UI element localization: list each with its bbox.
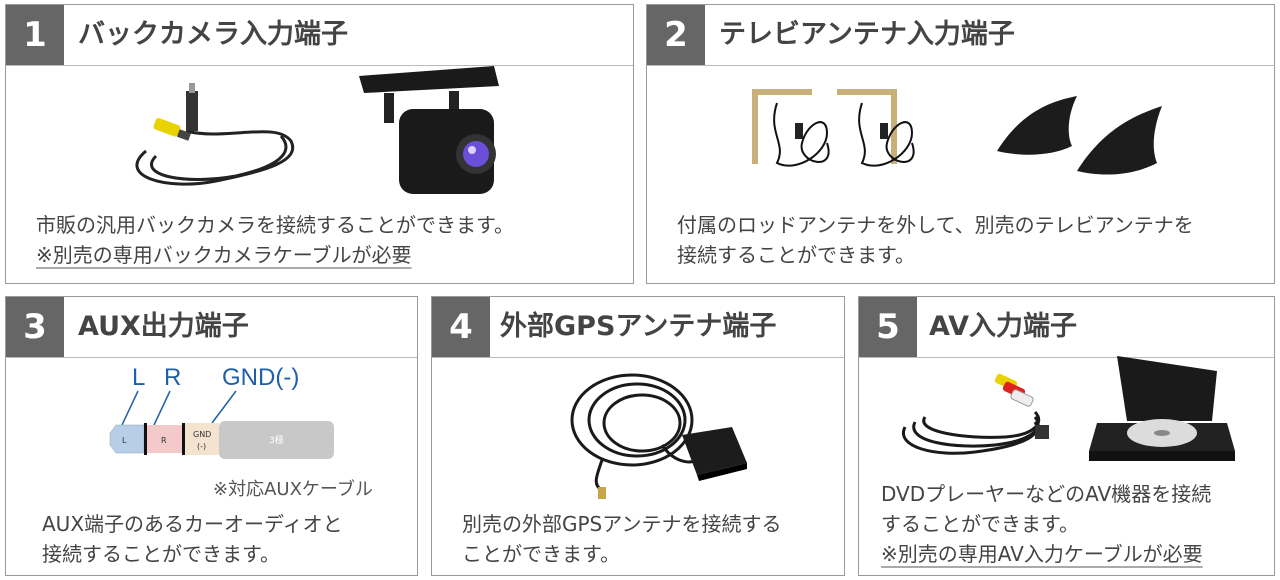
divider <box>859 357 1274 358</box>
desc-line: AUX端子のあるカーオーディオと <box>42 512 343 536</box>
section-number: 3 <box>6 297 64 357</box>
section-number: 5 <box>859 297 917 357</box>
divider <box>6 357 417 358</box>
section-back-camera: 1 バックカメラ入力端子 市販の汎用バックカメラを接続することができます。 ※別… <box>5 4 634 284</box>
seg-gnd-sub: (-) <box>197 442 206 451</box>
seg-l-label: L <box>122 436 127 445</box>
back-camera-image <box>359 66 499 194</box>
section-note: ※別売の専用バックカメラケーブルが必要 <box>36 243 412 267</box>
label-l: L <box>132 364 145 391</box>
desc-line: ことができます。 <box>462 542 620 566</box>
section-number: 4 <box>432 297 490 357</box>
divider <box>647 65 1274 66</box>
desc-line: 市販の汎用バックカメラを接続することができます。 <box>36 213 514 237</box>
rca-cable-image <box>135 83 295 186</box>
section-description: 市販の汎用バックカメラを接続することができます。 ※別売の専用バックカメラケーブ… <box>36 210 514 270</box>
section-number: 1 <box>6 5 64 65</box>
section-aux-output: 3 AUX出力端子 L R GND(-) L R GND (-) 3極 ※対応A… <box>5 296 418 576</box>
section-title: バックカメラ入力端子 <box>78 19 348 50</box>
section-av-input: 5 AV入力端子 DVDプレーヤーなどのAV機器を接続 することができます。 ※… <box>858 296 1275 576</box>
section-title: AV入力端子 <box>929 311 1077 342</box>
section-external-gps: 4 外部GPSアンテナ端子 別売の外部GPSアンテナを接続する ことができます。 <box>431 296 845 576</box>
section-description: 付属のロッドアンテナを外して、別売のテレビアンテナを 接続することができます。 <box>677 210 1194 270</box>
desc-line: することができます。 <box>881 512 1079 536</box>
shark-fin-antenna-image <box>997 96 1162 175</box>
section-number: 2 <box>647 5 705 65</box>
divider <box>432 357 844 358</box>
section-title: AUX出力端子 <box>78 311 249 342</box>
section-description: AUX端子のあるカーオーディオと 接続することができます。 <box>42 509 343 569</box>
section-description: DVDプレーヤーなどのAV機器を接続 することができます。 ※別売の専用AV入力… <box>881 479 1211 569</box>
section-note: ※別売の専用AV入力ケーブルが必要 <box>881 542 1203 566</box>
cable-note: ※対応AUXケーブル <box>213 479 373 500</box>
section-title: テレビアンテナ入力端子 <box>719 19 1015 50</box>
aux-plug-diagram: L R GND(-) L R GND (-) 3極 <box>109 364 334 459</box>
seg-gnd-label: GND <box>193 430 211 439</box>
desc-line: 接続することができます。 <box>677 243 915 267</box>
desc-line: 別売の外部GPSアンテナを接続する <box>462 512 782 536</box>
dvd-player-image <box>1089 356 1235 461</box>
label-gnd: GND(-) <box>222 364 299 391</box>
av-cable-image <box>901 373 1049 455</box>
desc-line: 接続することができます。 <box>42 542 280 566</box>
divider <box>6 65 633 66</box>
seg-r-label: R <box>161 436 167 445</box>
gps-antenna-image <box>570 373 747 499</box>
section-tv-antenna: 2 テレビアンテナ入力端子 付属のロッドアンテナを外して、別売のテレビアンテナを… <box>646 4 1275 284</box>
desc-line: DVDプレーヤーなどのAV機器を接続 <box>881 482 1212 506</box>
label-r: R <box>164 364 181 391</box>
film-antenna-image <box>752 89 915 167</box>
section-description: 別売の外部GPSアンテナを接続する ことができます。 <box>462 509 781 569</box>
seg-pole-label: 3極 <box>269 434 284 446</box>
section-title: 外部GPSアンテナ端子 <box>500 311 777 342</box>
desc-line: 付属のロッドアンテナを外して、別売のテレビアンテナを <box>677 213 1194 237</box>
